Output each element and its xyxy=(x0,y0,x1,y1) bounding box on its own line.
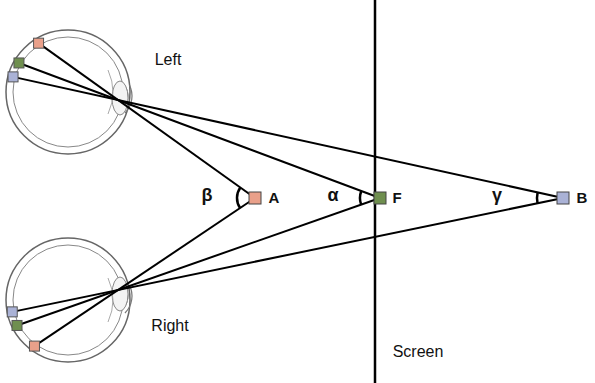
eye-label: Right xyxy=(150,317,189,335)
sight-ray xyxy=(17,198,380,325)
sight-ray xyxy=(13,77,563,198)
eyeball xyxy=(6,30,130,154)
target-point xyxy=(557,192,569,204)
eye-label: Left xyxy=(154,51,183,69)
angle-label: β xyxy=(201,186,214,206)
sight-ray xyxy=(34,198,255,346)
point-label: A xyxy=(268,190,281,207)
angle-label: γ xyxy=(491,186,503,206)
target-point xyxy=(249,192,261,204)
retina-image xyxy=(7,307,17,317)
retina-image xyxy=(12,320,22,330)
angle-arc xyxy=(360,191,361,205)
sight-ray xyxy=(12,198,563,312)
ciliary-body xyxy=(108,278,113,322)
retina-image xyxy=(29,341,39,351)
sight-ray xyxy=(19,63,380,198)
angle-label: α xyxy=(326,186,339,206)
retina-image xyxy=(8,72,18,82)
retina-image xyxy=(14,58,24,68)
point-label: B xyxy=(576,190,589,207)
sight-ray xyxy=(39,43,255,198)
eye xyxy=(6,30,132,154)
ciliary-body xyxy=(108,70,113,114)
angle-arc xyxy=(536,192,539,203)
target-point xyxy=(374,192,386,204)
retina-image xyxy=(34,38,44,48)
lens xyxy=(112,277,128,311)
point-label: F xyxy=(391,190,402,207)
angle-arc xyxy=(237,188,240,209)
screen-label: Screen xyxy=(392,343,445,361)
